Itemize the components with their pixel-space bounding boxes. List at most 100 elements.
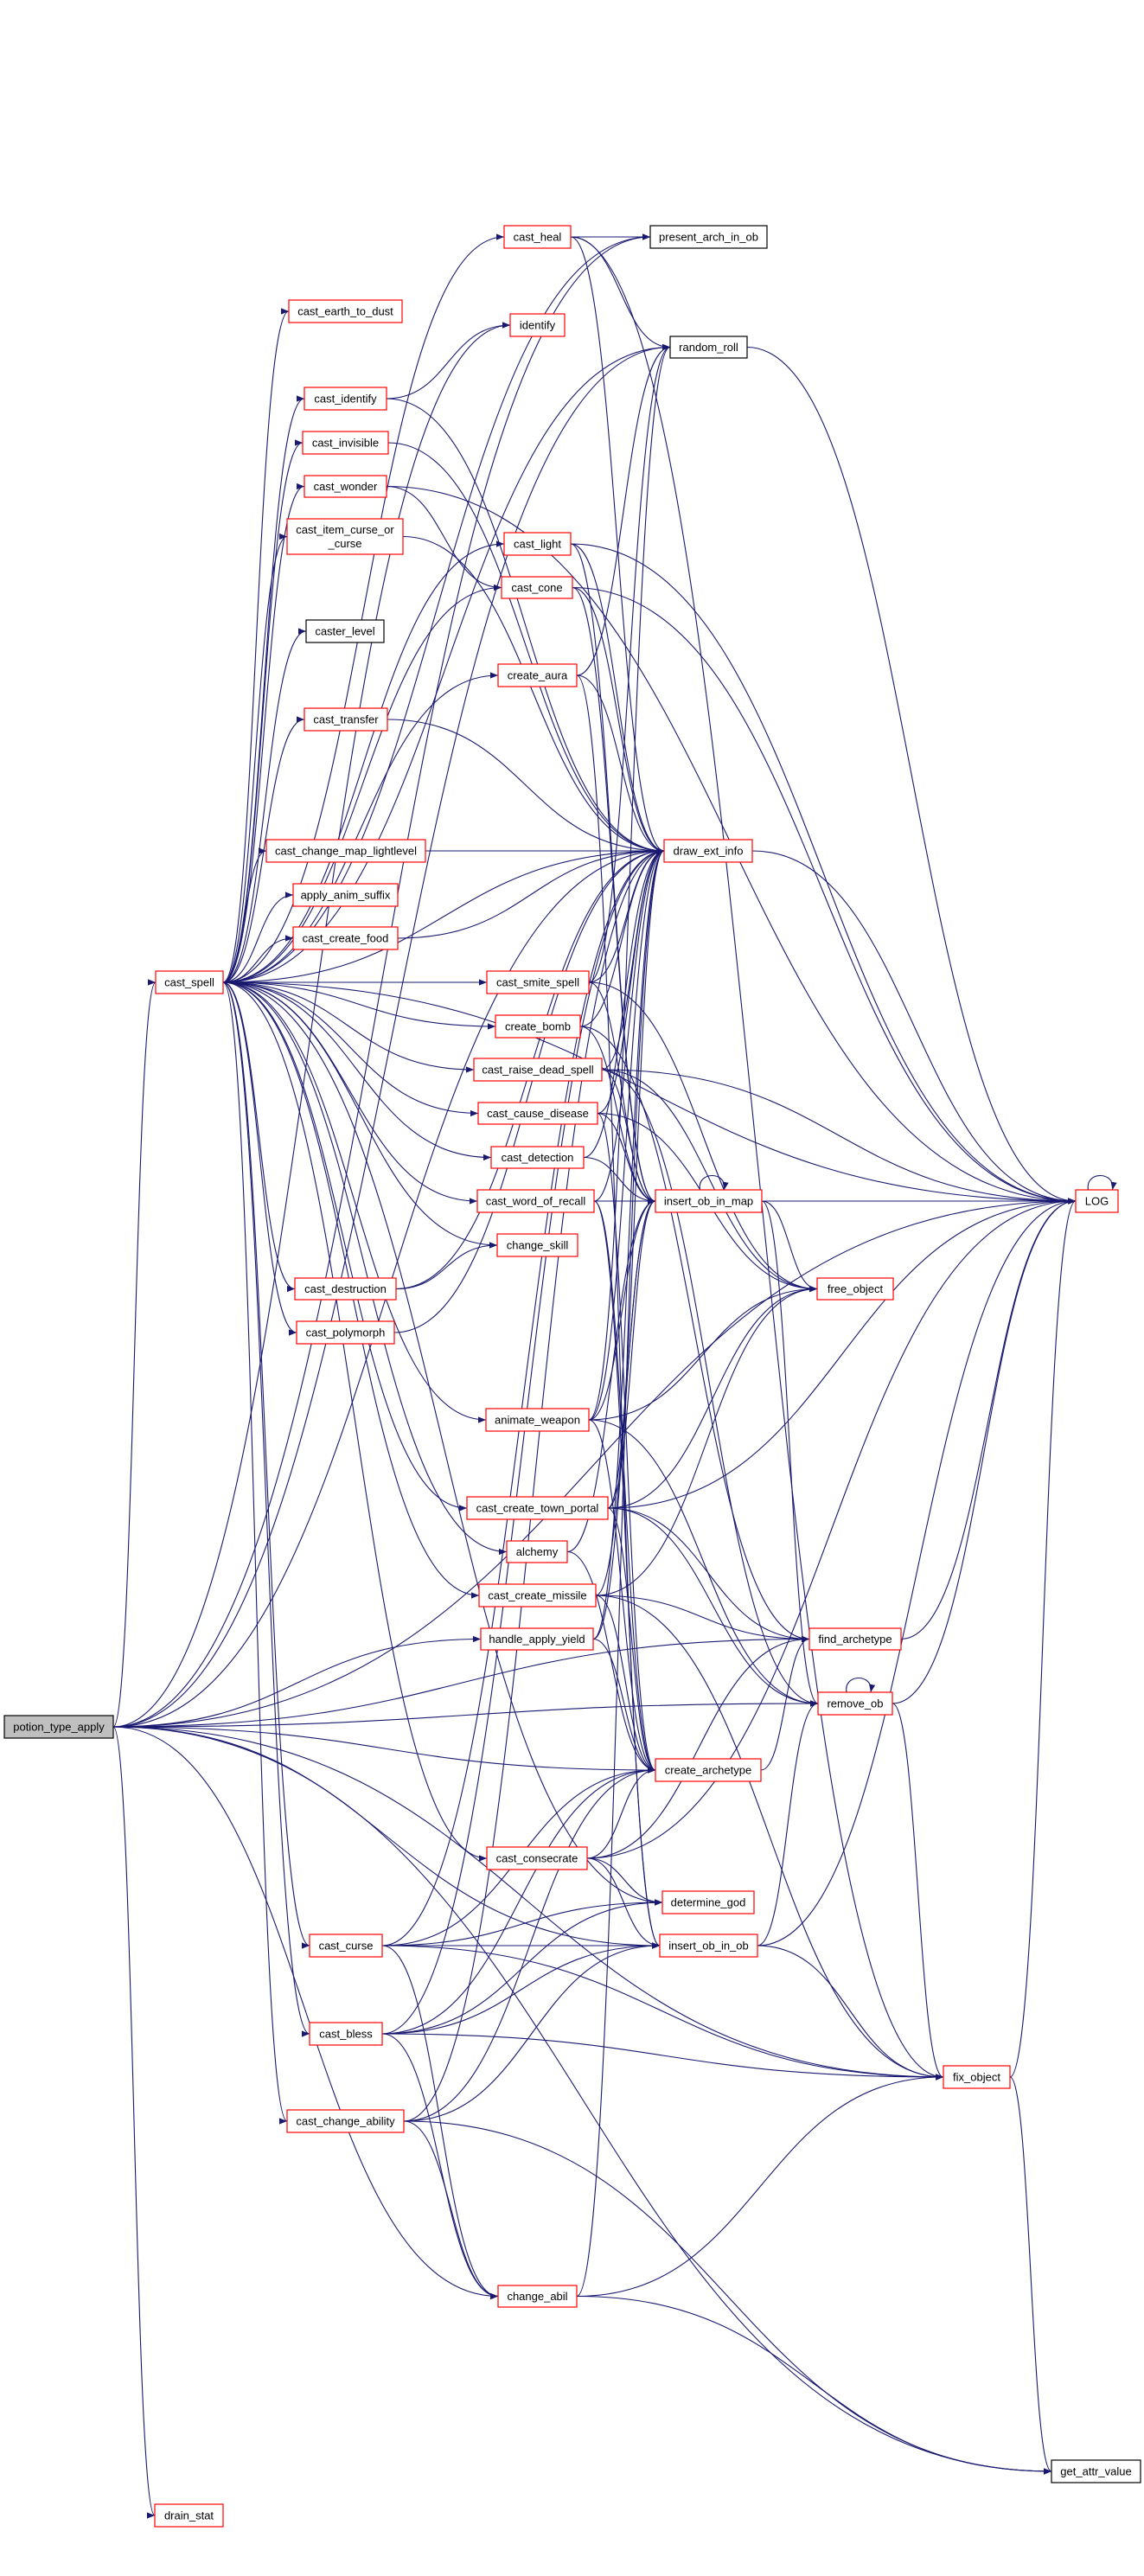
node-cast_cause_disease[interactable]: cast_cause_disease bbox=[477, 1102, 598, 1125]
node-present_arch_in_ob[interactable]: present_arch_in_ob bbox=[649, 225, 768, 249]
node-box bbox=[302, 431, 389, 455]
node-label: remove_ob bbox=[827, 1697, 883, 1710]
node-create_bomb[interactable]: create_bomb bbox=[495, 1014, 581, 1039]
node-box bbox=[486, 970, 590, 994]
edge-cast_spell-to-cast_destruction bbox=[222, 981, 296, 1293]
edge-handle_apply_yield-to-insert_ob_in_map bbox=[592, 1198, 656, 1640]
node-cast_identify[interactable]: cast_identify bbox=[304, 387, 387, 411]
node-caster_level[interactable]: caster_level bbox=[305, 619, 385, 643]
node-cast_heal[interactable]: cast_heal bbox=[503, 225, 572, 249]
node-handle_apply_yield[interactable]: handle_apply_yield bbox=[480, 1627, 594, 1651]
node-cast_light[interactable]: cast_light bbox=[503, 532, 572, 556]
edge-cast_transfer-to-draw_ext_info bbox=[387, 719, 665, 854]
node-cast_consecrate[interactable]: cast_consecrate bbox=[486, 1846, 588, 1870]
node-box bbox=[3, 1715, 114, 1739]
node-get_attr_value[interactable]: get_attr_value bbox=[1051, 2459, 1141, 2483]
node-cast_bless[interactable]: cast_bless bbox=[309, 2022, 383, 2046]
node-change_abil[interactable]: change_abil bbox=[497, 2285, 578, 2308]
edge-cast_change_ability-to-insert_ob_in_ob bbox=[403, 1942, 661, 2122]
node-box bbox=[816, 1277, 894, 1301]
node-box bbox=[509, 313, 566, 337]
node-box bbox=[669, 336, 748, 359]
edge-cast_word_of_recall-to-insert_ob_in_ob bbox=[593, 1200, 661, 1949]
edge-cast_light-to-draw_ext_info bbox=[570, 543, 665, 854]
node-label: cast_raise_dead_spell bbox=[482, 1064, 593, 1077]
edge-cast_create_town_portal-to-find_archetype bbox=[607, 1507, 810, 1643]
edge-cast_bless-to-draw_ext_info bbox=[381, 847, 665, 2035]
node-change_skill[interactable]: change_skill bbox=[496, 1233, 578, 1257]
node-cast_create_missile[interactable]: cast_create_missile bbox=[478, 1583, 597, 1608]
edge-cast_bless-to-change_abil bbox=[381, 2033, 499, 2300]
node-box bbox=[490, 1146, 585, 1169]
edge-potion_type_apply-to-random_roll bbox=[112, 343, 671, 1728]
node-cast_change_ability[interactable]: cast_change_ability bbox=[286, 2109, 405, 2133]
node-remove_ob[interactable]: remove_ob bbox=[817, 1691, 893, 1716]
node-label: draw_ext_info bbox=[674, 845, 744, 858]
node-cast_item_curse_or_curse[interactable]: cast_item_curse_or_curse bbox=[286, 518, 404, 555]
node-cast_raise_dead_spell[interactable]: cast_raise_dead_spell bbox=[473, 1058, 603, 1082]
node-cast_invisible[interactable]: cast_invisible bbox=[302, 431, 389, 455]
node-box bbox=[661, 1890, 755, 1914]
node-label: LOG bbox=[1085, 1195, 1109, 1208]
node-cast_cone[interactable]: cast_cone bbox=[501, 576, 573, 599]
node-cast_curse[interactable]: cast_curse bbox=[309, 1934, 383, 1958]
node-apply_anim_suffix[interactable]: apply_anim_suffix bbox=[292, 883, 399, 907]
node-create_aura[interactable]: create_aura bbox=[497, 663, 578, 687]
edge-cast_spell-to-create_bomb bbox=[222, 981, 496, 1030]
node-box bbox=[497, 663, 578, 687]
node-random_roll[interactable]: random_roll bbox=[669, 336, 748, 359]
edge-potion_type_apply-to-handle_apply_yield bbox=[112, 1635, 482, 1728]
edge-cast_spell-to-cast_item_curse_or_curse bbox=[222, 534, 288, 983]
edge-cast_item_curse_or_curse-to-draw_ext_info bbox=[402, 535, 665, 854]
node-cast_change_map_lightlevel[interactable]: cast_change_map_lightlevel bbox=[265, 839, 426, 863]
node-insert_ob_in_map[interactable]: insert_ob_in_map bbox=[655, 1189, 763, 1213]
node-draw_ext_info[interactable]: draw_ext_info bbox=[663, 839, 753, 863]
node-free_object[interactable]: free_object bbox=[816, 1277, 894, 1301]
node-insert_ob_in_ob[interactable]: insert_ob_in_ob bbox=[659, 1934, 758, 1958]
edge-LOG-to-LOG bbox=[1087, 1175, 1117, 1191]
node-LOG[interactable]: LOG bbox=[1075, 1189, 1119, 1213]
node-cast_detection[interactable]: cast_detection bbox=[490, 1146, 585, 1169]
edge-cast_create_missile-to-free_object bbox=[595, 1285, 818, 1596]
edge-cast_cone-to-insert_ob_in_map bbox=[572, 586, 656, 1205]
node-cast_destruction[interactable]: cast_destruction bbox=[294, 1277, 397, 1301]
edge-cast_destruction-to-change_skill bbox=[395, 1242, 498, 1290]
edge-cast_smite_spell-to-free_object bbox=[588, 981, 818, 1293]
node-drain_stat[interactable]: drain_stat bbox=[154, 2503, 224, 2528]
node-animate_weapon[interactable]: animate_weapon bbox=[485, 1408, 590, 1432]
node-fix_object[interactable]: fix_object bbox=[943, 2065, 1011, 2089]
edge-cast_spell-to-cast_curse bbox=[222, 981, 310, 1949]
node-cast_create_town_portal[interactable]: cast_create_town_portal bbox=[466, 1496, 609, 1520]
node-label: create_bomb bbox=[505, 1020, 571, 1033]
node-cast_wonder[interactable]: cast_wonder bbox=[304, 475, 387, 498]
node-box bbox=[304, 387, 387, 411]
node-cast_earth_to_dust[interactable]: cast_earth_to_dust bbox=[288, 299, 403, 323]
edge-cast_spell-to-cast_polymorph bbox=[222, 981, 297, 1336]
node-cast_smite_spell[interactable]: cast_smite_spell bbox=[486, 970, 590, 994]
node-box bbox=[496, 1233, 578, 1257]
node-box bbox=[485, 1408, 590, 1432]
edge-cast_consecrate-to-find_archetype bbox=[586, 1635, 810, 1859]
node-determine_god[interactable]: determine_god bbox=[661, 1890, 755, 1914]
node-cast_transfer[interactable]: cast_transfer bbox=[304, 707, 388, 732]
node-cast_spell[interactable]: cast_spell bbox=[155, 970, 224, 994]
node-cast_word_of_recall[interactable]: cast_word_of_recall bbox=[476, 1189, 595, 1213]
node-label: change_abil bbox=[507, 2290, 567, 2303]
edge-cast_spell-to-alchemy bbox=[222, 981, 508, 1556]
node-box bbox=[473, 1058, 603, 1082]
node-find_archetype[interactable]: find_archetype bbox=[808, 1627, 902, 1651]
node-potion_type_apply[interactable]: potion_type_apply bbox=[3, 1715, 114, 1739]
node-identify[interactable]: identify bbox=[509, 313, 566, 337]
node-cast_create_food[interactable]: cast_create_food bbox=[292, 926, 399, 950]
node-box bbox=[294, 1277, 397, 1301]
node-box bbox=[655, 1758, 762, 1782]
edge-cast_create_town_portal-to-LOG bbox=[607, 1198, 1077, 1509]
edge-cast_spell-to-apply_anim_suffix bbox=[222, 892, 294, 983]
node-box bbox=[649, 225, 768, 249]
edges-layer bbox=[112, 233, 1117, 2519]
edge-find_archetype-to-LOG bbox=[900, 1198, 1077, 1640]
node-alchemy[interactable]: alchemy bbox=[506, 1540, 568, 1563]
node-label: cast_invisible bbox=[312, 437, 379, 450]
node-cast_polymorph[interactable]: cast_polymorph bbox=[296, 1320, 395, 1345]
node-create_archetype[interactable]: create_archetype bbox=[655, 1758, 762, 1782]
